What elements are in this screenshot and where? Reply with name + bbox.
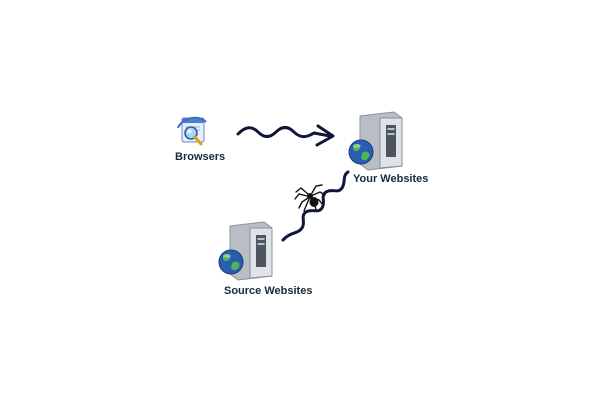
- browsers-label: Browsers: [175, 151, 226, 163]
- source-websites-label: Source Websites: [224, 285, 313, 297]
- your-websites-server-icon: [348, 111, 403, 171]
- your-websites-label: Your Websites: [353, 173, 429, 185]
- source-to-site-link: [281, 170, 350, 242]
- source-websites-server-icon: [218, 221, 273, 281]
- arrowhead: [315, 124, 335, 147]
- spider-icon: [294, 184, 326, 212]
- browser-to-site-arrow: [236, 126, 332, 139]
- browser-search-icon: [177, 116, 207, 146]
